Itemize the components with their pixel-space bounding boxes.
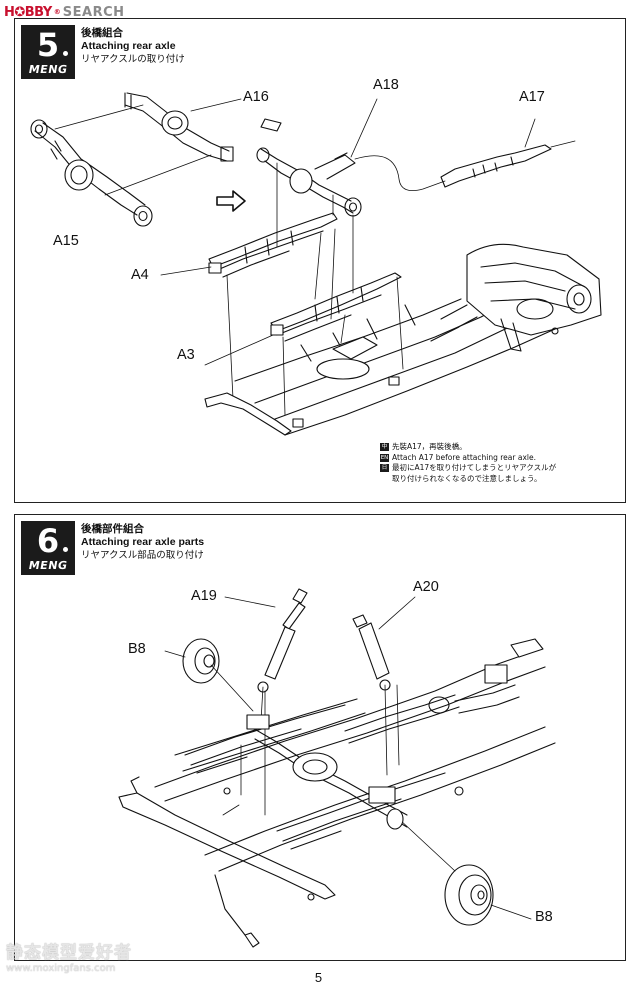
leaf-spring-a4: [208, 212, 338, 278]
shock-absorber-a20: [352, 614, 391, 691]
hobbysearch-watermark: H✪BBY® SEARCH: [4, 4, 125, 20]
note-text-jp-2: 取り付けられなくなるので注意しましょう。: [392, 473, 542, 483]
label-a18: A18: [373, 77, 399, 93]
leaf-spring-a3: [270, 272, 402, 342]
shock-absorber-a19: [257, 588, 308, 693]
label-a20: A20: [413, 579, 439, 595]
step-5-title-cn: 後橋組合: [81, 27, 123, 39]
step-6-title-en: Attaching rear axle parts: [81, 536, 205, 548]
note-text-cn: 先裝A17，再裝後橋。: [392, 442, 467, 451]
step-6-number: 6: [36, 522, 60, 560]
step-6-titles: 後橋部件組合 Attaching rear axle parts リヤアクスル部…: [81, 523, 204, 562]
note-text-en: Attach A17 before attaching rear axle.: [392, 452, 536, 462]
step-5-title-en: Attaching rear axle: [81, 40, 176, 52]
step-5-panel: 5 MENG 後橋組合 Attaching rear axle リヤアクスルの取…: [14, 18, 626, 503]
assembly-note: 中 先裝A17，再裝後橋。 EN Attach A17 before attac…: [380, 442, 620, 484]
note-cn: 中 先裝A17，再裝後橋。: [380, 442, 620, 453]
brake-drum-b8-bottom: [444, 864, 494, 926]
label-a17: A17: [519, 89, 545, 105]
brake-drum-b8-top: [182, 638, 220, 684]
axle-part-a16: [124, 92, 234, 162]
label-a3: A3: [177, 347, 195, 363]
step-6-title-jp: リヤアクスル部品の取り付け: [81, 550, 204, 561]
note-flag-cn: 中: [380, 443, 389, 451]
step-6-drawing: [118, 588, 556, 948]
label-b8-top: B8: [128, 641, 146, 657]
moxingfans-watermark-url: www.moxingfans.com: [6, 963, 116, 974]
step-5-title-jp: リヤアクスルの取り付け: [81, 54, 185, 65]
step-6-badge: 6 MENG: [21, 521, 75, 575]
step-6-title-cn: 後橋部件組合: [81, 523, 144, 535]
direction-arrow: [216, 190, 246, 212]
chassis-frame-step6: [118, 638, 556, 948]
step-5-number: 5: [36, 26, 60, 64]
page-number: 5: [314, 970, 323, 985]
registered-mark: ®: [53, 8, 61, 16]
note-flag-en: EN: [380, 453, 389, 462]
step-5-titles: 後橋組合 Attaching rear axle リヤアクスルの取り付け: [81, 27, 185, 66]
label-a4: A4: [131, 267, 149, 283]
chassis-frame: [204, 243, 602, 436]
assembled-axle: [256, 118, 362, 217]
label-a16: A16: [243, 89, 269, 105]
label-a19: A19: [191, 588, 217, 604]
moxingfans-watermark-cn: 静态模型爱好者: [6, 943, 132, 963]
note-flag-jp: 日: [380, 464, 389, 472]
hobbysearch-logo: H✪BBY: [4, 4, 52, 20]
step-6-dot: [63, 547, 68, 552]
note-text-jp: 最初にA17を取り付けてしまうとリヤアクスルが: [392, 463, 557, 472]
note-jp: 日 最初にA17を取り付けてしまうとリヤアクスルが: [380, 463, 620, 474]
moxingfans-watermark: 静态模型爱好者 www.moxingfans.com: [6, 944, 166, 975]
step-5-drawing: [30, 92, 602, 436]
step-5-dot: [63, 51, 68, 56]
note-en: EN Attach A17 before attaching rear axle…: [380, 453, 620, 464]
propeller-shaft-a17: [354, 140, 576, 192]
label-a15: A15: [53, 233, 79, 249]
step-6-panel: 6 MENG 後橋部件組合 Attaching rear axle parts …: [14, 514, 626, 961]
step-5-badge: 5 MENG: [21, 25, 75, 79]
hobbysearch-search-text: SEARCH: [62, 4, 125, 20]
label-b8-bottom: B8: [535, 909, 553, 925]
axle-housing-a15: [30, 119, 153, 227]
